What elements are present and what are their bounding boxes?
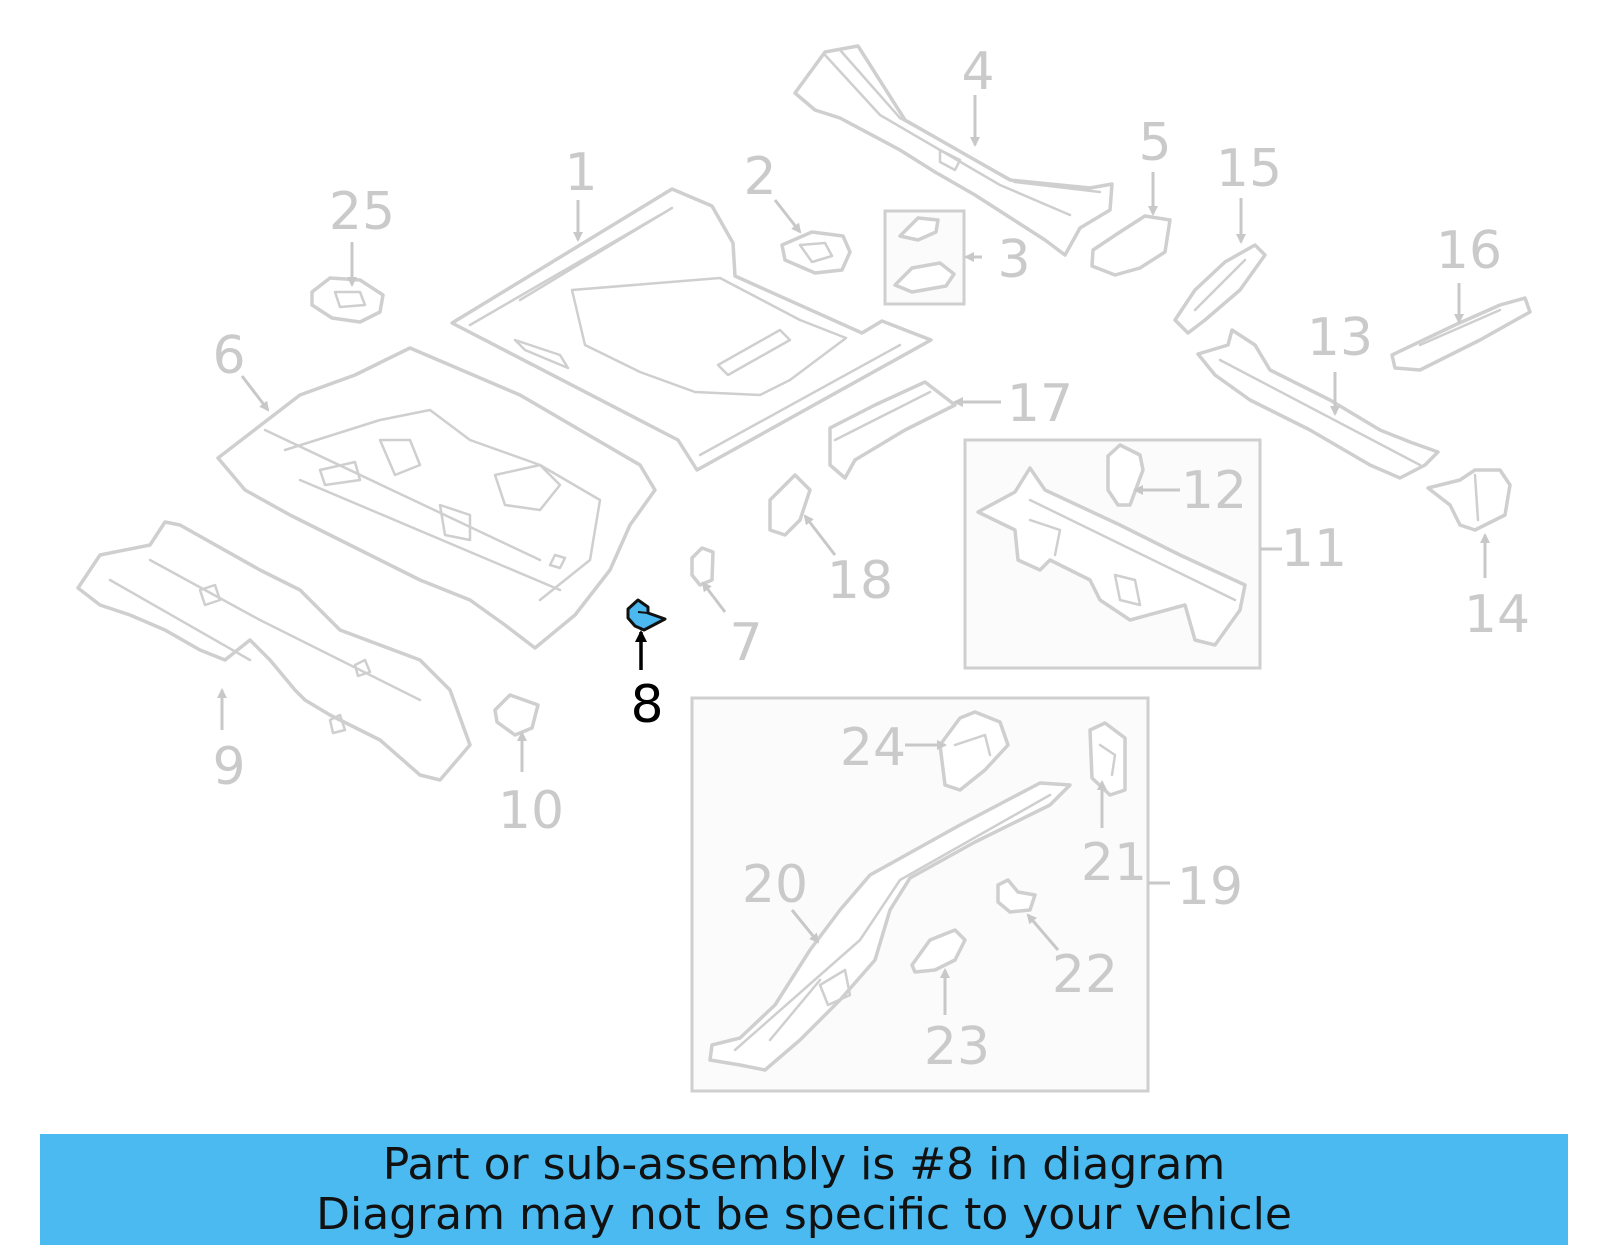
part-5-bracket bbox=[1090, 214, 1172, 277]
part-24-bracket bbox=[938, 710, 1010, 792]
callout-24: 24 bbox=[840, 718, 906, 778]
callout-13: 13 bbox=[1307, 308, 1373, 368]
banner-disclaimer-line: Diagram may not be specific to your vehi… bbox=[316, 1188, 1292, 1240]
part-9-crossmember bbox=[76, 520, 472, 782]
part-15-bracket bbox=[1173, 243, 1267, 335]
callout-5: 5 bbox=[1138, 113, 1171, 173]
part-25-plug bbox=[310, 276, 385, 324]
callout-20: 20 bbox=[742, 855, 808, 915]
callout-25: 25 bbox=[329, 182, 395, 242]
callout-labels: 1 2 3 4 5 6 7 8 9 10 11 12 13 14 15 16 1… bbox=[212, 42, 1530, 1077]
part-18-bracket bbox=[768, 473, 812, 537]
part-4-crossmember bbox=[793, 44, 1114, 257]
part-10-bracket bbox=[493, 693, 540, 737]
callout-21: 21 bbox=[1081, 833, 1147, 893]
part-13-rail bbox=[1196, 328, 1440, 480]
part-1-floor-pan bbox=[450, 187, 933, 472]
part-22-bracket bbox=[996, 878, 1037, 914]
callout-7: 7 bbox=[729, 613, 762, 673]
callout-14: 14 bbox=[1464, 585, 1530, 645]
callout-11: 11 bbox=[1281, 519, 1347, 579]
banner-part-line: Part or sub-assembly is #8 in diagram bbox=[382, 1138, 1226, 1190]
callout-3: 3 bbox=[997, 230, 1030, 290]
part-3-brackets bbox=[893, 216, 956, 294]
callout-15: 15 bbox=[1216, 139, 1282, 199]
callout-23: 23 bbox=[924, 1017, 990, 1077]
part-7-clip bbox=[690, 546, 715, 587]
callout-17: 17 bbox=[1007, 374, 1073, 434]
callout-4: 4 bbox=[961, 42, 994, 102]
part-14-bracket bbox=[1426, 468, 1512, 532]
callout-1: 1 bbox=[564, 143, 597, 203]
callout-10: 10 bbox=[498, 781, 564, 841]
callout-19: 19 bbox=[1177, 857, 1243, 917]
part-16-reinforcement bbox=[1390, 296, 1532, 372]
callout-6: 6 bbox=[212, 326, 245, 386]
part-23-bracket bbox=[910, 928, 967, 974]
part-21-bracket bbox=[1088, 721, 1127, 797]
part-8-highlighted-bracket bbox=[626, 598, 667, 632]
part-17-crossmember bbox=[828, 380, 957, 480]
callout-9: 9 bbox=[212, 737, 245, 797]
leader-lines bbox=[217, 95, 1490, 1015]
info-banner: Part or sub-assembly is #8 in diagram Di… bbox=[40, 1134, 1568, 1245]
callout-18: 18 bbox=[827, 551, 893, 611]
callout-8: 8 bbox=[630, 675, 663, 735]
part-2-bracket bbox=[780, 230, 852, 275]
part-11-rail-assembly bbox=[976, 466, 1247, 647]
callout-22: 22 bbox=[1052, 945, 1118, 1005]
callout-12: 12 bbox=[1181, 461, 1247, 521]
callout-2: 2 bbox=[743, 147, 776, 207]
part-6-rear-floor bbox=[216, 346, 657, 650]
callout-16: 16 bbox=[1436, 221, 1502, 281]
